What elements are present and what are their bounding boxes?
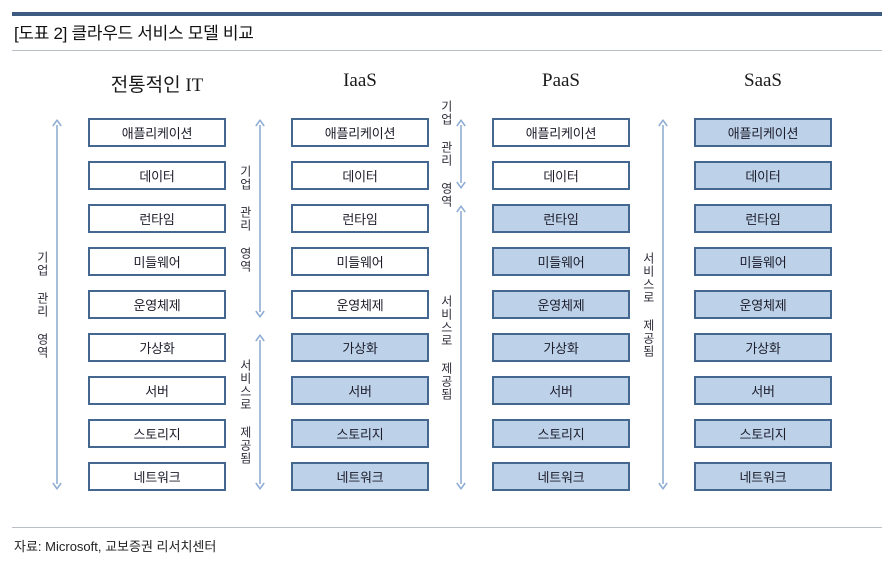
layer-box[interactable]: 데이터 (88, 161, 226, 190)
layer-box[interactable]: 스토리지 (291, 419, 429, 448)
figure-title: [도표 2] 클라우드 서비스 모델 비교 (14, 24, 254, 43)
annotation-label: 서비스로 제공됨 (238, 359, 253, 465)
column-header-saas: SaaS (744, 70, 782, 91)
annotation-enterprise-paas: 기업 관리 영역 (438, 100, 468, 208)
layer-box[interactable]: 미들웨어 (492, 247, 630, 276)
annotation-service-iaas: 서비스로 제공됨 (237, 333, 267, 491)
layer-box[interactable]: 서버 (88, 376, 226, 405)
top-accent-rule (12, 12, 882, 16)
annotation-service-paas: 서비스로 제공됨 (438, 204, 468, 491)
layer-box[interactable]: 미들웨어 (88, 247, 226, 276)
layer-box[interactable]: 런타임 (88, 204, 226, 233)
layer-box[interactable]: 운영체제 (88, 290, 226, 319)
annotation-label: 서비스로 제공됨 (641, 251, 656, 358)
layer-box[interactable]: 데이터 (694, 161, 832, 190)
column-header-iaas: IaaS (343, 70, 377, 91)
layer-box[interactable]: 런타임 (694, 204, 832, 233)
layer-box[interactable]: 네트워크 (492, 462, 630, 491)
double-headed-arrow-icon (253, 118, 267, 319)
double-headed-arrow-icon (454, 118, 468, 190)
layer-box[interactable]: 가상화 (88, 333, 226, 362)
layer-box[interactable]: 가상화 (291, 333, 429, 362)
layer-box[interactable]: 서버 (492, 376, 630, 405)
annotation-label: 기업 관리 영역 (439, 100, 454, 208)
double-headed-arrow-icon (454, 204, 468, 491)
annotation-label: 기업 관리 영역 (238, 164, 253, 273)
title-divider (12, 50, 882, 51)
layer-box[interactable]: 스토리지 (492, 419, 630, 448)
layer-box[interactable]: 애플리케이션 (694, 118, 832, 147)
column-header-paas: PaaS (542, 70, 580, 91)
annotation-label: 기업 관리 영역 (35, 250, 50, 359)
layer-box[interactable]: 애플리케이션 (88, 118, 226, 147)
layer-box[interactable]: 스토리지 (88, 419, 226, 448)
layer-box[interactable]: 데이터 (492, 161, 630, 190)
layer-box[interactable]: 애플리케이션 (291, 118, 429, 147)
double-headed-arrow-icon (253, 333, 267, 491)
annotation-service-saas: 서비스로 제공됨 (640, 118, 670, 491)
layer-box[interactable]: 스토리지 (694, 419, 832, 448)
layer-box[interactable]: 운영체제 (492, 290, 630, 319)
annotation-label: 서비스로 제공됨 (439, 294, 454, 401)
layer-box[interactable]: 미들웨어 (694, 247, 832, 276)
layer-box[interactable]: 런타임 (291, 204, 429, 233)
layer-box[interactable]: 데이터 (291, 161, 429, 190)
layer-box[interactable]: 서버 (291, 376, 429, 405)
double-headed-arrow-icon (50, 118, 64, 491)
layer-box[interactable]: 가상화 (492, 333, 630, 362)
layer-box[interactable]: 네트워크 (88, 462, 226, 491)
layer-box[interactable]: 운영체제 (694, 290, 832, 319)
layer-box[interactable]: 네트워크 (291, 462, 429, 491)
layer-box[interactable]: 운영체제 (291, 290, 429, 319)
annotation-enterprise-전통적인-it: 기업 관리 영역 (34, 118, 64, 491)
double-headed-arrow-icon (656, 118, 670, 491)
annotation-enterprise-iaas: 기업 관리 영역 (237, 118, 267, 319)
layer-box[interactable]: 애플리케이션 (492, 118, 630, 147)
column-header-전통적인-it: 전통적인 IT (110, 75, 204, 96)
source-note: 자료: Microsoft, 교보증권 리서치센터 (14, 539, 217, 554)
layer-box[interactable]: 미들웨어 (291, 247, 429, 276)
footer-divider (12, 527, 882, 528)
layer-box[interactable]: 서버 (694, 376, 832, 405)
layer-box[interactable]: 런타임 (492, 204, 630, 233)
layer-box[interactable]: 가상화 (694, 333, 832, 362)
layer-box[interactable]: 네트워크 (694, 462, 832, 491)
